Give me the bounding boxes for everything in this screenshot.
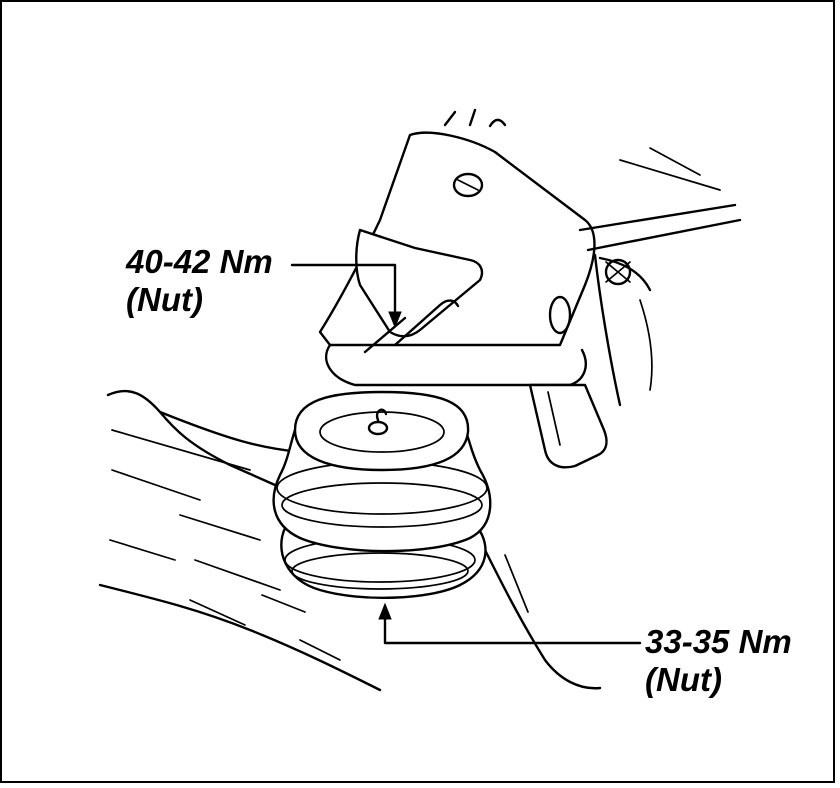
lower-callout-leader — [378, 602, 642, 645]
upper-torque-value: 40-42 Nm — [126, 243, 273, 280]
lower-torque-label: 33-35 Nm (Nut) — [645, 623, 792, 699]
lower-fastener-name: (Nut) — [645, 661, 722, 698]
mounting-bracket — [318, 108, 742, 469]
upper-callout-leader — [290, 263, 402, 329]
lower-torque-value: 33-35 Nm — [645, 623, 792, 660]
upper-fastener-name: (Nut) — [126, 281, 203, 318]
control-arm — [98, 389, 602, 692]
upper-torque-label: 40-42 Nm (Nut) — [126, 243, 273, 319]
rubber-mount — [272, 390, 492, 599]
